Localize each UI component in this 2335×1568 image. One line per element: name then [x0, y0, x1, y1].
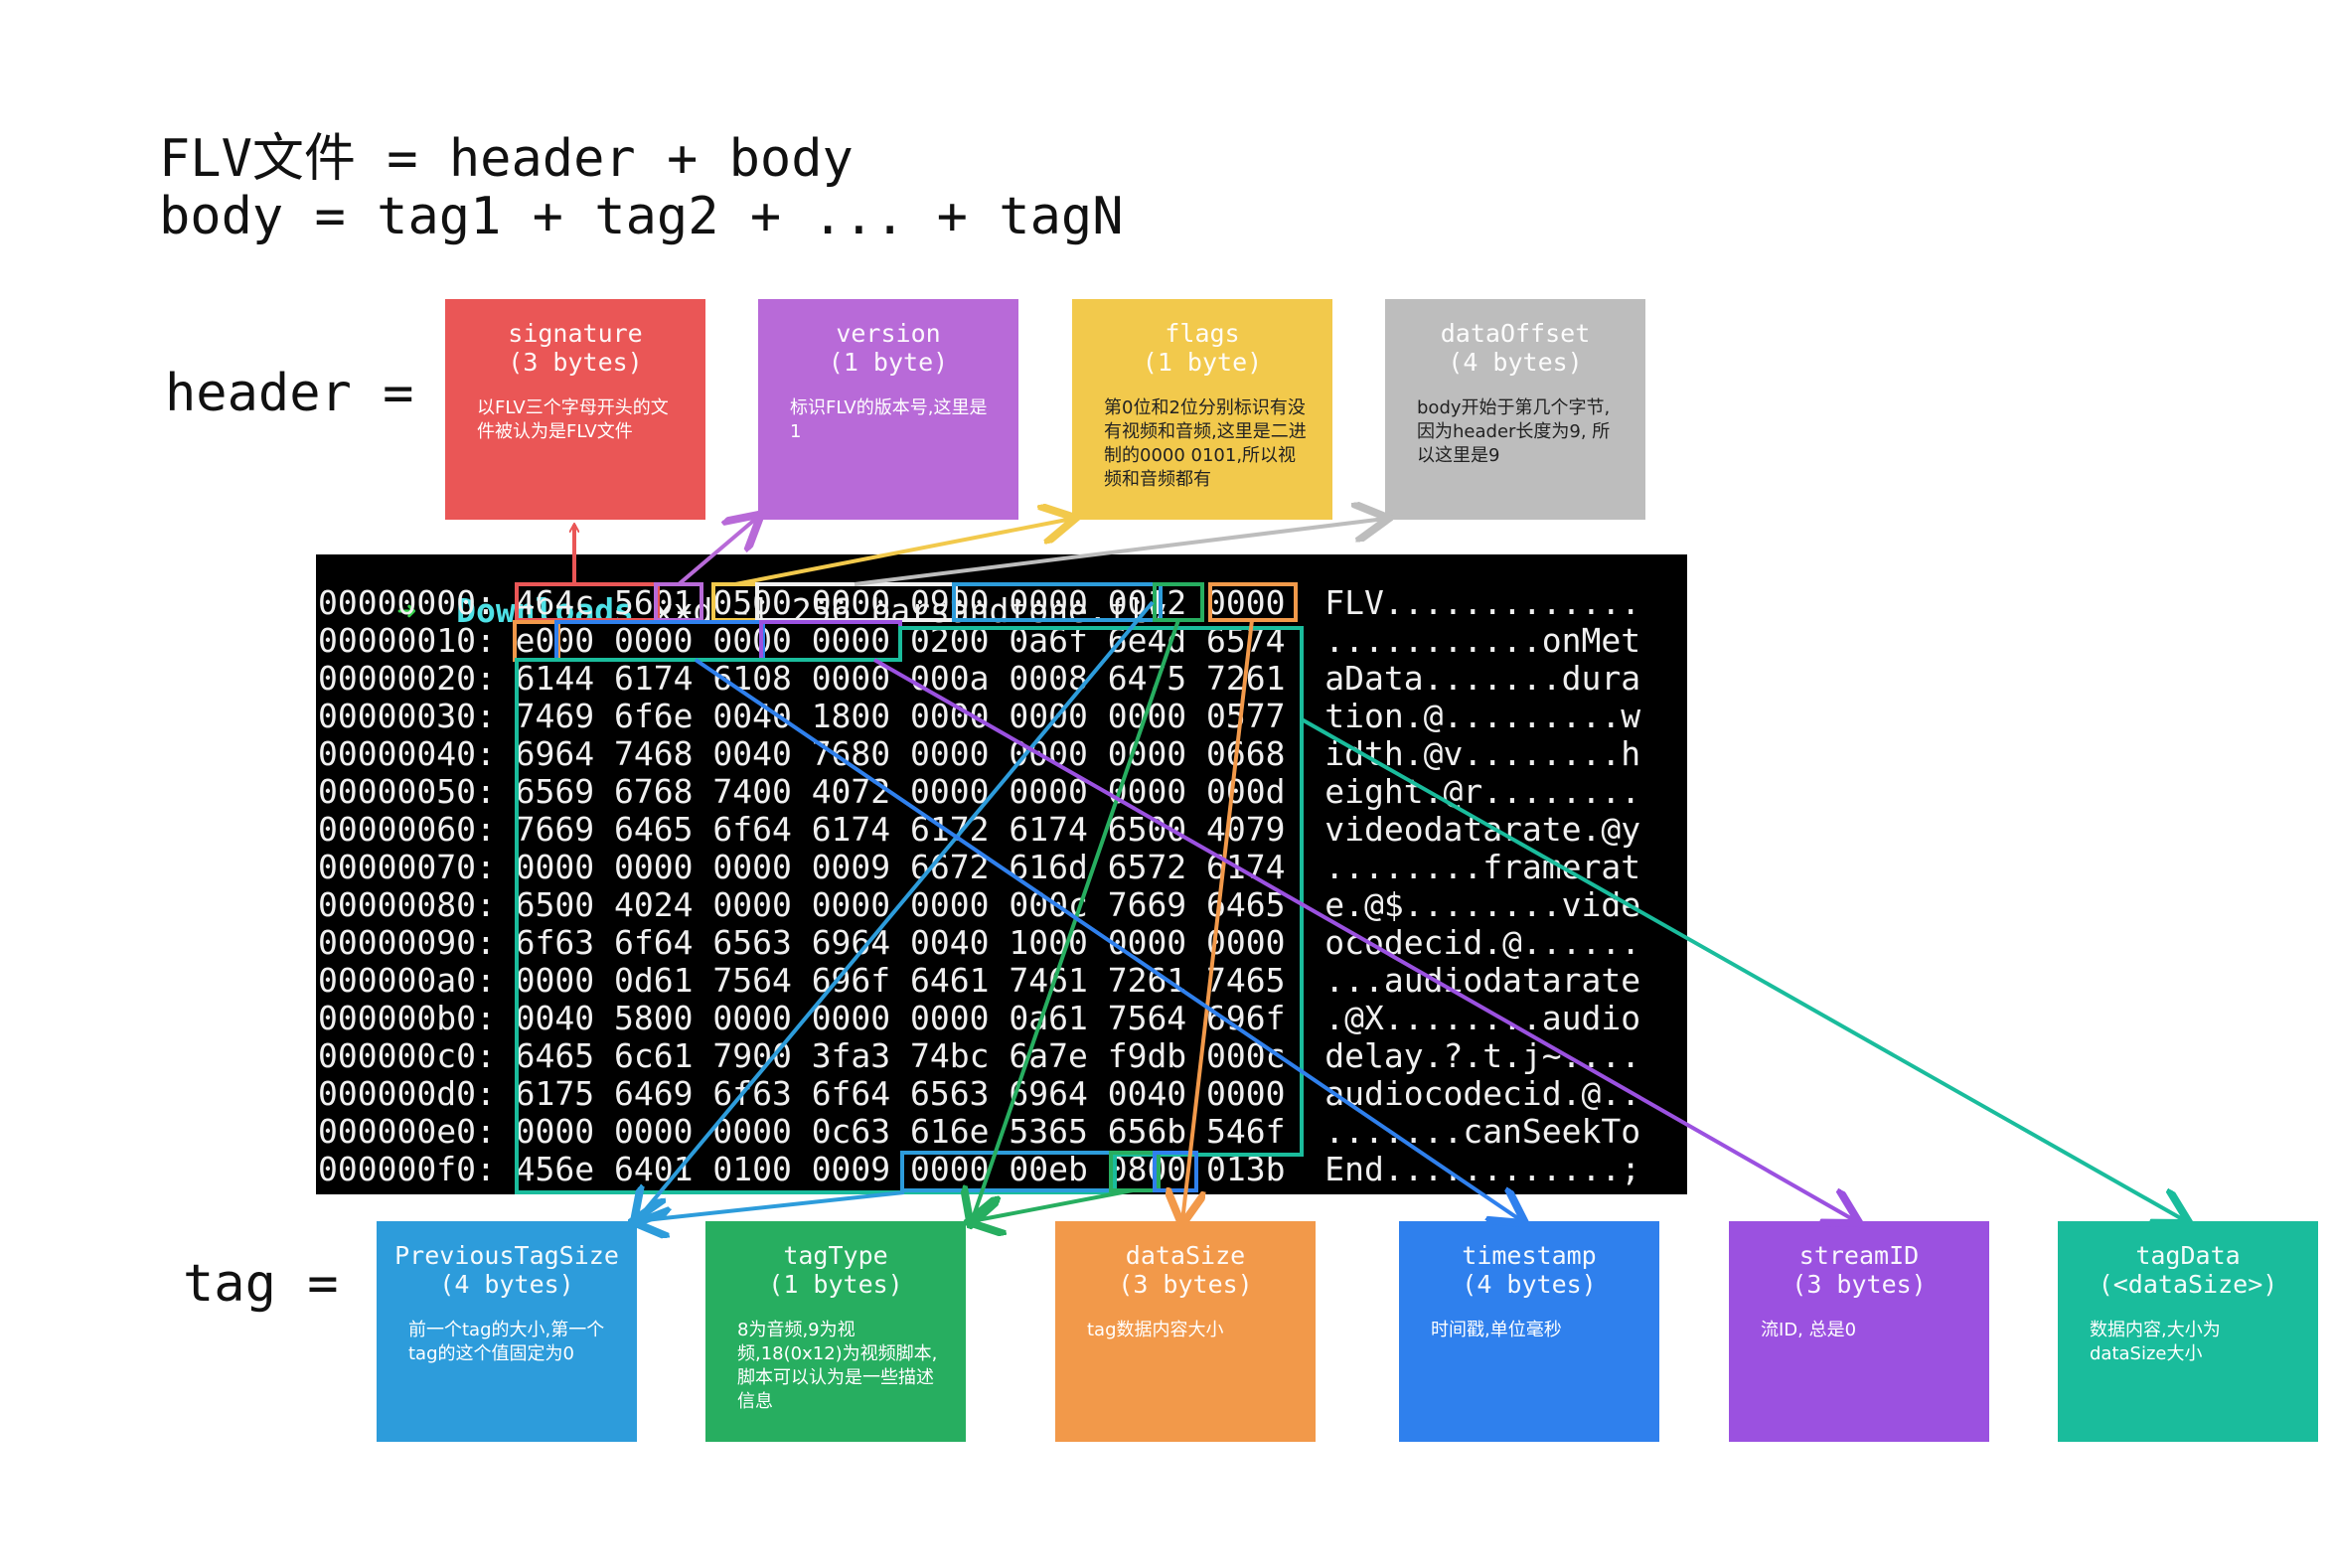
timestamp-name: timestamp — [1462, 1241, 1597, 1270]
tagdata-desc: 数据内容,大小为dataSize大小 — [2090, 1320, 2221, 1364]
flags-box: flags (1 byte) 第0位和2位分别标识有没有视频和音频,这里是二进制… — [1072, 299, 1332, 520]
streamid-desc: 流ID, 总是0 — [1761, 1320, 1857, 1340]
version-desc: 标识FLV的版本号,这里是1 — [790, 397, 988, 442]
hex-line: 00000010: e000 0000 0000 0000 0200 0a6f … — [318, 621, 1641, 660]
hex-line: 000000d0: 6175 6469 6f63 6f64 6563 6964 … — [318, 1074, 1641, 1113]
hex-line: 000000f0: 456e 6401 0100 0009 0000 00eb … — [318, 1150, 1641, 1188]
header-label: header = — [165, 364, 414, 423]
datasize-box: dataSize (3 bytes) tag数据内容大小 — [1055, 1221, 1316, 1442]
flags-desc: 第0位和2位分别标识有没有视频和音频,这里是二进制的0000 0101,所以视频… — [1104, 397, 1307, 490]
tagdata-box: tagData (<dataSize>) 数据内容,大小为dataSize大小 — [2058, 1221, 2318, 1442]
streamid-size: (3 bytes) — [1791, 1270, 1927, 1299]
signature-size: (3 bytes) — [508, 348, 643, 377]
hex-line: 00000030: 7469 6f6e 0040 1800 0000 0000 … — [318, 697, 1641, 735]
dataoffset-desc: body开始于第几个字节, 因为header长度为9, 所以这里是9 — [1417, 397, 1611, 466]
flags-name: flags — [1165, 319, 1240, 348]
prevtagsize-box: PreviousTagSize (4 bytes) 前一个tag的大小,第一个t… — [377, 1221, 637, 1442]
terminal-hexdump: ➜ Downloads xxd -l 256 barsandtone.flv 0… — [316, 554, 1687, 1194]
version-size: (1 byte) — [828, 348, 949, 377]
datasize-size: (3 bytes) — [1118, 1270, 1253, 1299]
dataoffset-box: dataOffset (4 bytes) body开始于第几个字节, 因为hea… — [1385, 299, 1645, 520]
prevtagsize-arrow-2 — [636, 1190, 905, 1221]
hex-line: 000000a0: 0000 0d61 7564 696f 6461 7461 … — [318, 961, 1641, 1000]
hex-line: 00000050: 6569 6768 7400 4072 0000 0000 … — [318, 772, 1641, 811]
hex-line: 00000040: 6964 7468 0040 7680 0000 0000 … — [318, 734, 1641, 773]
tagtype-name: tagType — [783, 1241, 888, 1270]
timestamp-size: (4 bytes) — [1462, 1270, 1597, 1299]
tag-label: tag = — [183, 1254, 339, 1314]
streamid-name: streamID — [1798, 1241, 1920, 1270]
hex-line: 000000e0: 0000 0000 0000 0c63 616e 5365 … — [318, 1112, 1641, 1151]
signature-name: signature — [508, 319, 643, 348]
formula-flv: FLV文件 = header + body — [159, 129, 854, 189]
prompt-arrow-icon: ➜ — [396, 591, 417, 630]
hex-line: 000000c0: 6465 6c61 7900 3fa3 74bc 6a7e … — [318, 1036, 1641, 1075]
signature-desc: 以FLV三个字母开头的文件被认为是FLV文件 — [477, 397, 669, 442]
tagdata-size: (<dataSize>) — [2098, 1270, 2278, 1299]
datasize-desc: tag数据内容大小 — [1087, 1320, 1224, 1340]
timestamp-desc: 时间戳,单位毫秒 — [1431, 1320, 1562, 1340]
tagtype-arrow-2 — [972, 1188, 1134, 1221]
prevtagsize-name: PreviousTagSize — [394, 1241, 619, 1270]
dataoffset-name: dataOffset — [1440, 319, 1591, 348]
hex-line: 00000060: 7669 6465 6f64 6174 6172 6174 … — [318, 810, 1641, 849]
version-box: version (1 byte) 标识FLV的版本号,这里是1 — [758, 299, 1018, 520]
prevtagsize-desc: 前一个tag的大小,第一个tag的这个值固定为0 — [408, 1320, 605, 1364]
tagdata-name: tagData — [2135, 1241, 2241, 1270]
formula-body: body = tag1 + tag2 + ... + tagN — [159, 187, 1124, 246]
timestamp-box: timestamp (4 bytes) 时间戳,单位毫秒 — [1399, 1221, 1659, 1442]
tagtype-desc: 8为音频,9为视频,18(0x12)为视频脚本, 脚本可以认为是一些描述信息 — [737, 1320, 938, 1412]
streamid-box: streamID (3 bytes) 流ID, 总是0 — [1729, 1221, 1989, 1442]
tagtype-box: tagType (1 bytes) 8为音频,9为视频,18(0x12)为视频脚… — [705, 1221, 966, 1442]
tagtype-size: (1 bytes) — [768, 1270, 903, 1299]
hex-line: 000000b0: 0040 5800 0000 0000 0000 0a61 … — [318, 999, 1641, 1037]
hex-line: 00000000: 464c 5601 0500 0000 0900 0000 … — [318, 583, 1641, 622]
dataoffset-size: (4 bytes) — [1448, 348, 1583, 377]
prevtagsize-size: (4 bytes) — [439, 1270, 574, 1299]
datasize-name: dataSize — [1125, 1241, 1246, 1270]
hex-line: 00000080: 6500 4024 0000 0000 0000 000c … — [318, 885, 1641, 924]
hex-line: 00000090: 6f63 6f64 6563 6964 0040 1000 … — [318, 923, 1641, 962]
signature-box: signature (3 bytes) 以FLV三个字母开头的文件被认为是FLV… — [445, 299, 705, 520]
flags-size: (1 byte) — [1142, 348, 1263, 377]
version-name: version — [836, 319, 941, 348]
hex-line: 00000020: 6144 6174 6108 0000 000a 0008 … — [318, 659, 1641, 698]
hex-line: 00000070: 0000 0000 0000 0009 6672 616d … — [318, 848, 1641, 886]
